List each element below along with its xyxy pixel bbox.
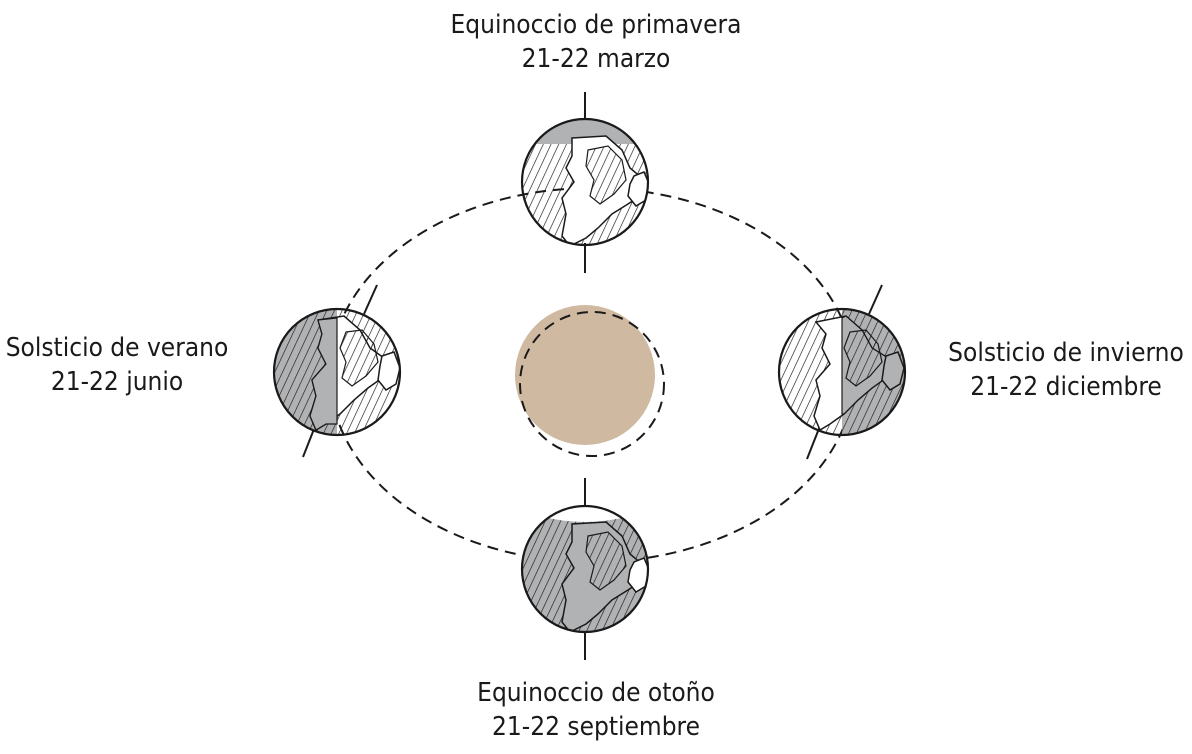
- label-spring-equinox: Equinoccio de primavera 21-22 marzo: [396, 8, 796, 76]
- earth-winter-solstice: [777, 284, 907, 460]
- label-winter-solstice-dates: 21-22 diciembre: [970, 372, 1162, 402]
- earth-autumn-equinox: [520, 478, 650, 660]
- label-summer-solstice: Solsticio de verano 21-22 junio: [0, 331, 234, 399]
- earth-spring-equinox: [520, 92, 650, 273]
- label-autumn-equinox-dates: 21-22 septiembre: [492, 712, 700, 742]
- label-winter-solstice-title: Solsticio de invierno: [948, 338, 1184, 368]
- label-autumn-equinox: Equinoccio de otoño 21-22 septiembre: [396, 676, 796, 744]
- label-summer-solstice-title: Solsticio de verano: [5, 333, 229, 363]
- label-spring-equinox-title: Equinoccio de primavera: [450, 10, 742, 40]
- earth-summer-solstice: [272, 284, 402, 458]
- label-summer-solstice-dates: 21-22 junio: [50, 367, 184, 397]
- sun: [515, 305, 665, 457]
- label-autumn-equinox-title: Equinoccio de otoño: [477, 678, 715, 708]
- label-spring-equinox-dates: 21-22 marzo: [521, 44, 671, 74]
- label-winter-solstice: Solsticio de invierno 21-22 diciembre: [940, 336, 1192, 404]
